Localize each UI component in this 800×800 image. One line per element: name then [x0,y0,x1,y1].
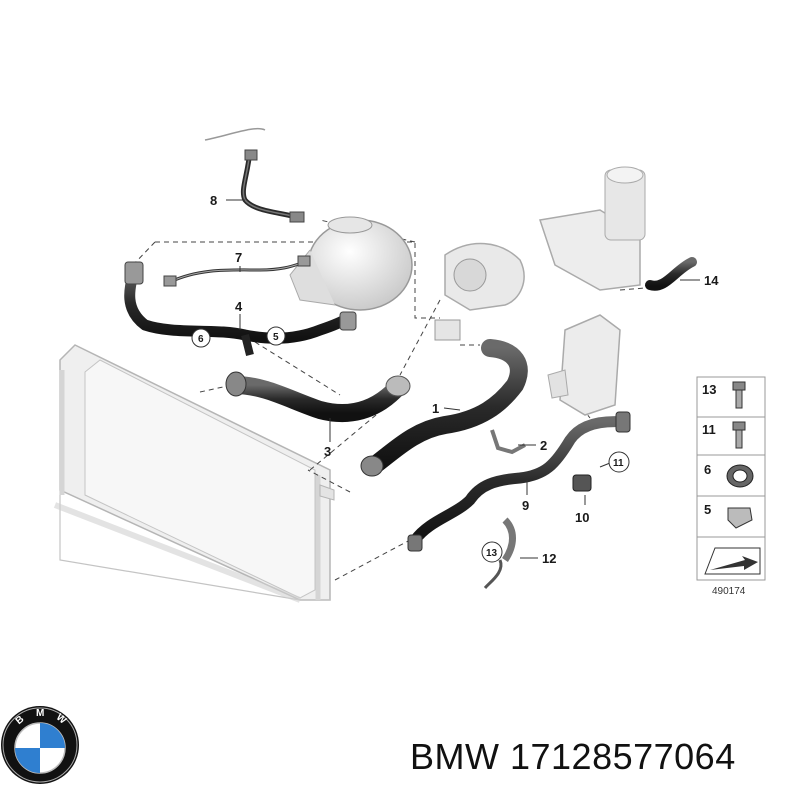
parts-legend: 13 11 6 5 [696,376,766,581]
hose-1 [360,339,528,477]
legend-item-11: 11 [702,422,716,437]
diagram-code: 490174 [712,586,746,597]
part-number-caption: BMW 17128577064 [410,736,736,777]
callout-11: 11 [613,458,624,469]
callout-4: 4 [235,299,243,314]
hose-clamp-icon [726,464,754,488]
callout-8: 8 [210,193,217,208]
callout-labels: 8 7 4 6 5 3 1 2 9 11 10 12 13 14 [191,193,719,566]
bmw-logo: B M W [1,706,79,784]
callout-10: 10 [575,510,589,525]
screw-icon [732,421,746,449]
callout-6: 6 [198,334,204,345]
hose-8 [204,128,305,223]
callout-3: 3 [324,444,331,459]
callout-12: 12 [542,551,556,566]
legend-item-13: 13 [702,382,716,397]
oil-cooler [547,314,621,416]
callout-13: 13 [486,548,498,559]
hose-14 [645,257,697,291]
callout-1: 1 [432,401,439,416]
clip-icon [727,507,753,529]
hose-9 [407,411,631,552]
hose-7 [163,255,311,287]
callout-5: 5 [273,332,279,343]
bolt-icon [732,381,746,409]
legend-item-6: 6 [704,462,711,477]
hose-3 [225,371,411,422]
bracket-2 [490,429,526,455]
svg-text:M: M [36,708,44,719]
radiator [53,344,335,603]
callout-14: 14 [704,273,719,288]
callout-7: 7 [235,250,242,265]
legend-item-5: 5 [704,502,711,517]
part-10 [572,474,592,492]
oil-filter-housing [539,166,646,291]
pipe-12 [483,517,516,590]
thermostat-housing [434,242,525,341]
direction-arrow-icon [704,547,761,575]
callout-9: 9 [522,498,529,513]
callout-2: 2 [540,438,547,453]
hose-4 [124,261,357,356]
